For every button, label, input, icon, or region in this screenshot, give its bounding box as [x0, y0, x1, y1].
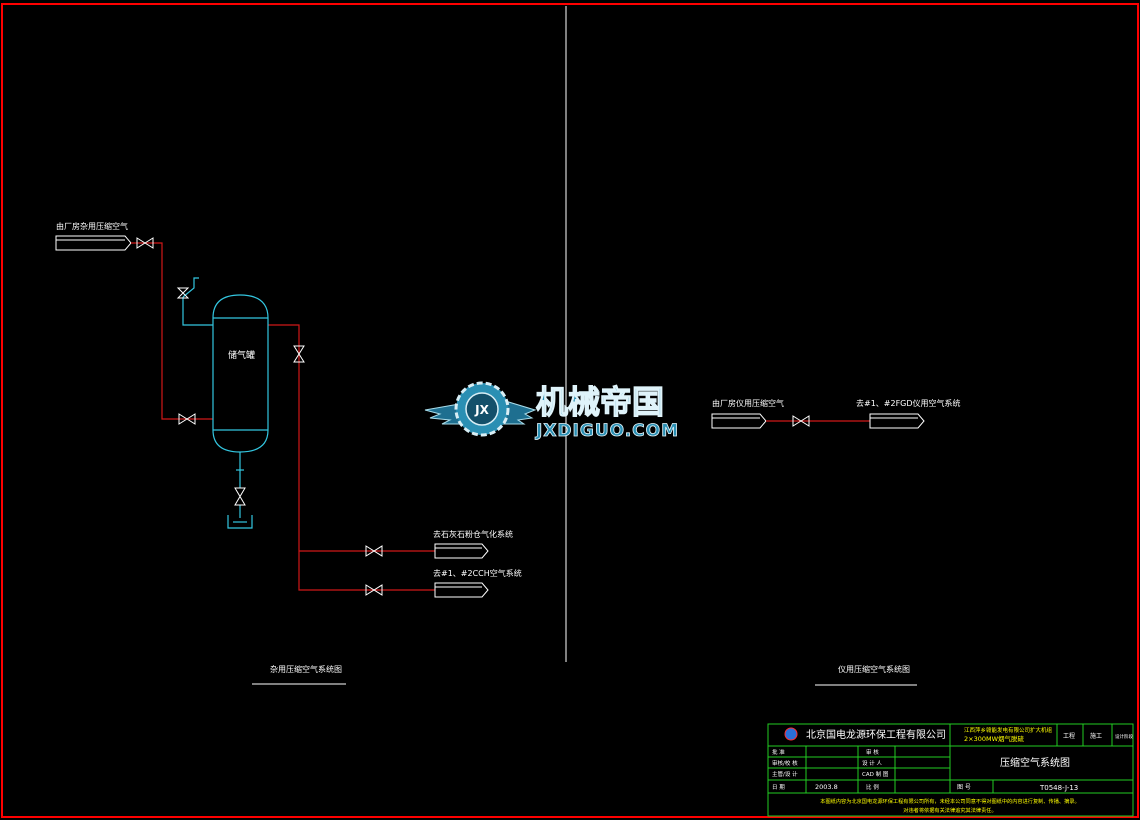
left-caption: 杂用压缩空气系统图: [270, 664, 342, 674]
stage-value: 施工: [1090, 732, 1102, 740]
row-label-3: 主管/设 计: [772, 770, 798, 778]
valve-icon[interactable]: [792, 415, 810, 427]
valve-icon[interactable]: [136, 237, 154, 249]
stage-label: 工程: [1063, 732, 1075, 740]
logo-subtitle: JXDIGUO.COM: [535, 421, 679, 441]
drawing-no-label: 图 号: [957, 784, 971, 791]
logo-title: 机械帝国: [536, 383, 664, 421]
watermark-logo: JX 机械帝国 JXDIGUO.COM: [424, 381, 679, 441]
left-diagram: 由厂房杂用压缩空气 储气罐: [55, 221, 522, 685]
drawing-border: [1, 3, 1139, 818]
left-dest2-connector: 去#1、#2CCH空气系统: [433, 568, 522, 598]
row-label-1: 批 准: [772, 748, 785, 756]
drawing-title: 压缩空气系统图: [1000, 756, 1070, 769]
left-pipes: [131, 242, 435, 591]
right-source-label: 由厂房仪用压缩空气: [712, 398, 784, 408]
safety-valve-icon: [176, 287, 190, 299]
right-dest-label: 去#1、#2FGD仪用空气系统: [856, 398, 961, 408]
tank-label: 储气罐: [228, 349, 255, 361]
valve-icon[interactable]: [178, 413, 196, 425]
valve-icon[interactable]: [293, 345, 305, 363]
project-line2: 2×300MW烟气脱硫: [964, 734, 1025, 743]
left-dest1-label: 去石灰石粉仓气化系统: [433, 529, 513, 539]
date-value: 2003.8: [815, 783, 838, 791]
logo-emblem: JX: [474, 403, 489, 417]
title-block: [767, 723, 1134, 817]
drain-valve-icon[interactable]: [234, 487, 246, 506]
right-diagram: 由厂房仪用压缩空气 去#1、#2FGD仪用空气系统 仪用压缩空气系统图: [711, 398, 961, 686]
valve-icon[interactable]: [365, 545, 383, 557]
valve-icon[interactable]: [365, 584, 383, 596]
row-label-2: 审核/校 核: [772, 759, 798, 767]
left-source-label: 由厂房杂用压缩空气: [56, 221, 128, 231]
company-logo-icon: [784, 727, 798, 741]
right-source-connector: 由厂房仪用压缩空气: [711, 398, 784, 429]
right-dest-connector: 去#1、#2FGD仪用空气系统: [856, 398, 961, 429]
left-source-connector: 由厂房杂用压缩空气: [55, 221, 132, 251]
mid-label-3: CAD 制 图: [862, 770, 889, 778]
air-receiver-tank: 储气罐: [182, 277, 269, 529]
notice-line2: 对违者将依据有关法律追究其法律责任。: [903, 806, 996, 814]
left-dest2-label: 去#1、#2CCH空气系统: [433, 568, 522, 578]
mid-label-4: 比 例: [866, 783, 879, 791]
title-block-text: 北京国电龙源环保工程有限公司 江西萍乡赣能发电有限公司扩大机组 2×300MW烟…: [772, 726, 1133, 814]
wing-right-icon: [499, 399, 537, 425]
project-line1: 江西萍乡赣能发电有限公司扩大机组: [964, 726, 1053, 734]
right-caption: 仪用压缩空气系统图: [838, 664, 910, 674]
drawing-no: T0548-J-13: [1039, 784, 1078, 792]
notice-line1: 本图纸内容为北京国电龙源环保工程有限公司所有，未经本公司同意不得对图纸中的内容进…: [820, 797, 1079, 805]
company-name: 北京国电龙源环保工程有限公司: [806, 728, 946, 741]
row-label-4: 日 期: [772, 784, 785, 791]
spec-label: 设计阶段: [1115, 733, 1133, 740]
mid-label-2: 设 计 人: [862, 759, 882, 767]
left-dest1-connector: 去石灰石粉仓气化系统: [433, 529, 513, 559]
mid-label-1: 审 核: [866, 748, 879, 756]
